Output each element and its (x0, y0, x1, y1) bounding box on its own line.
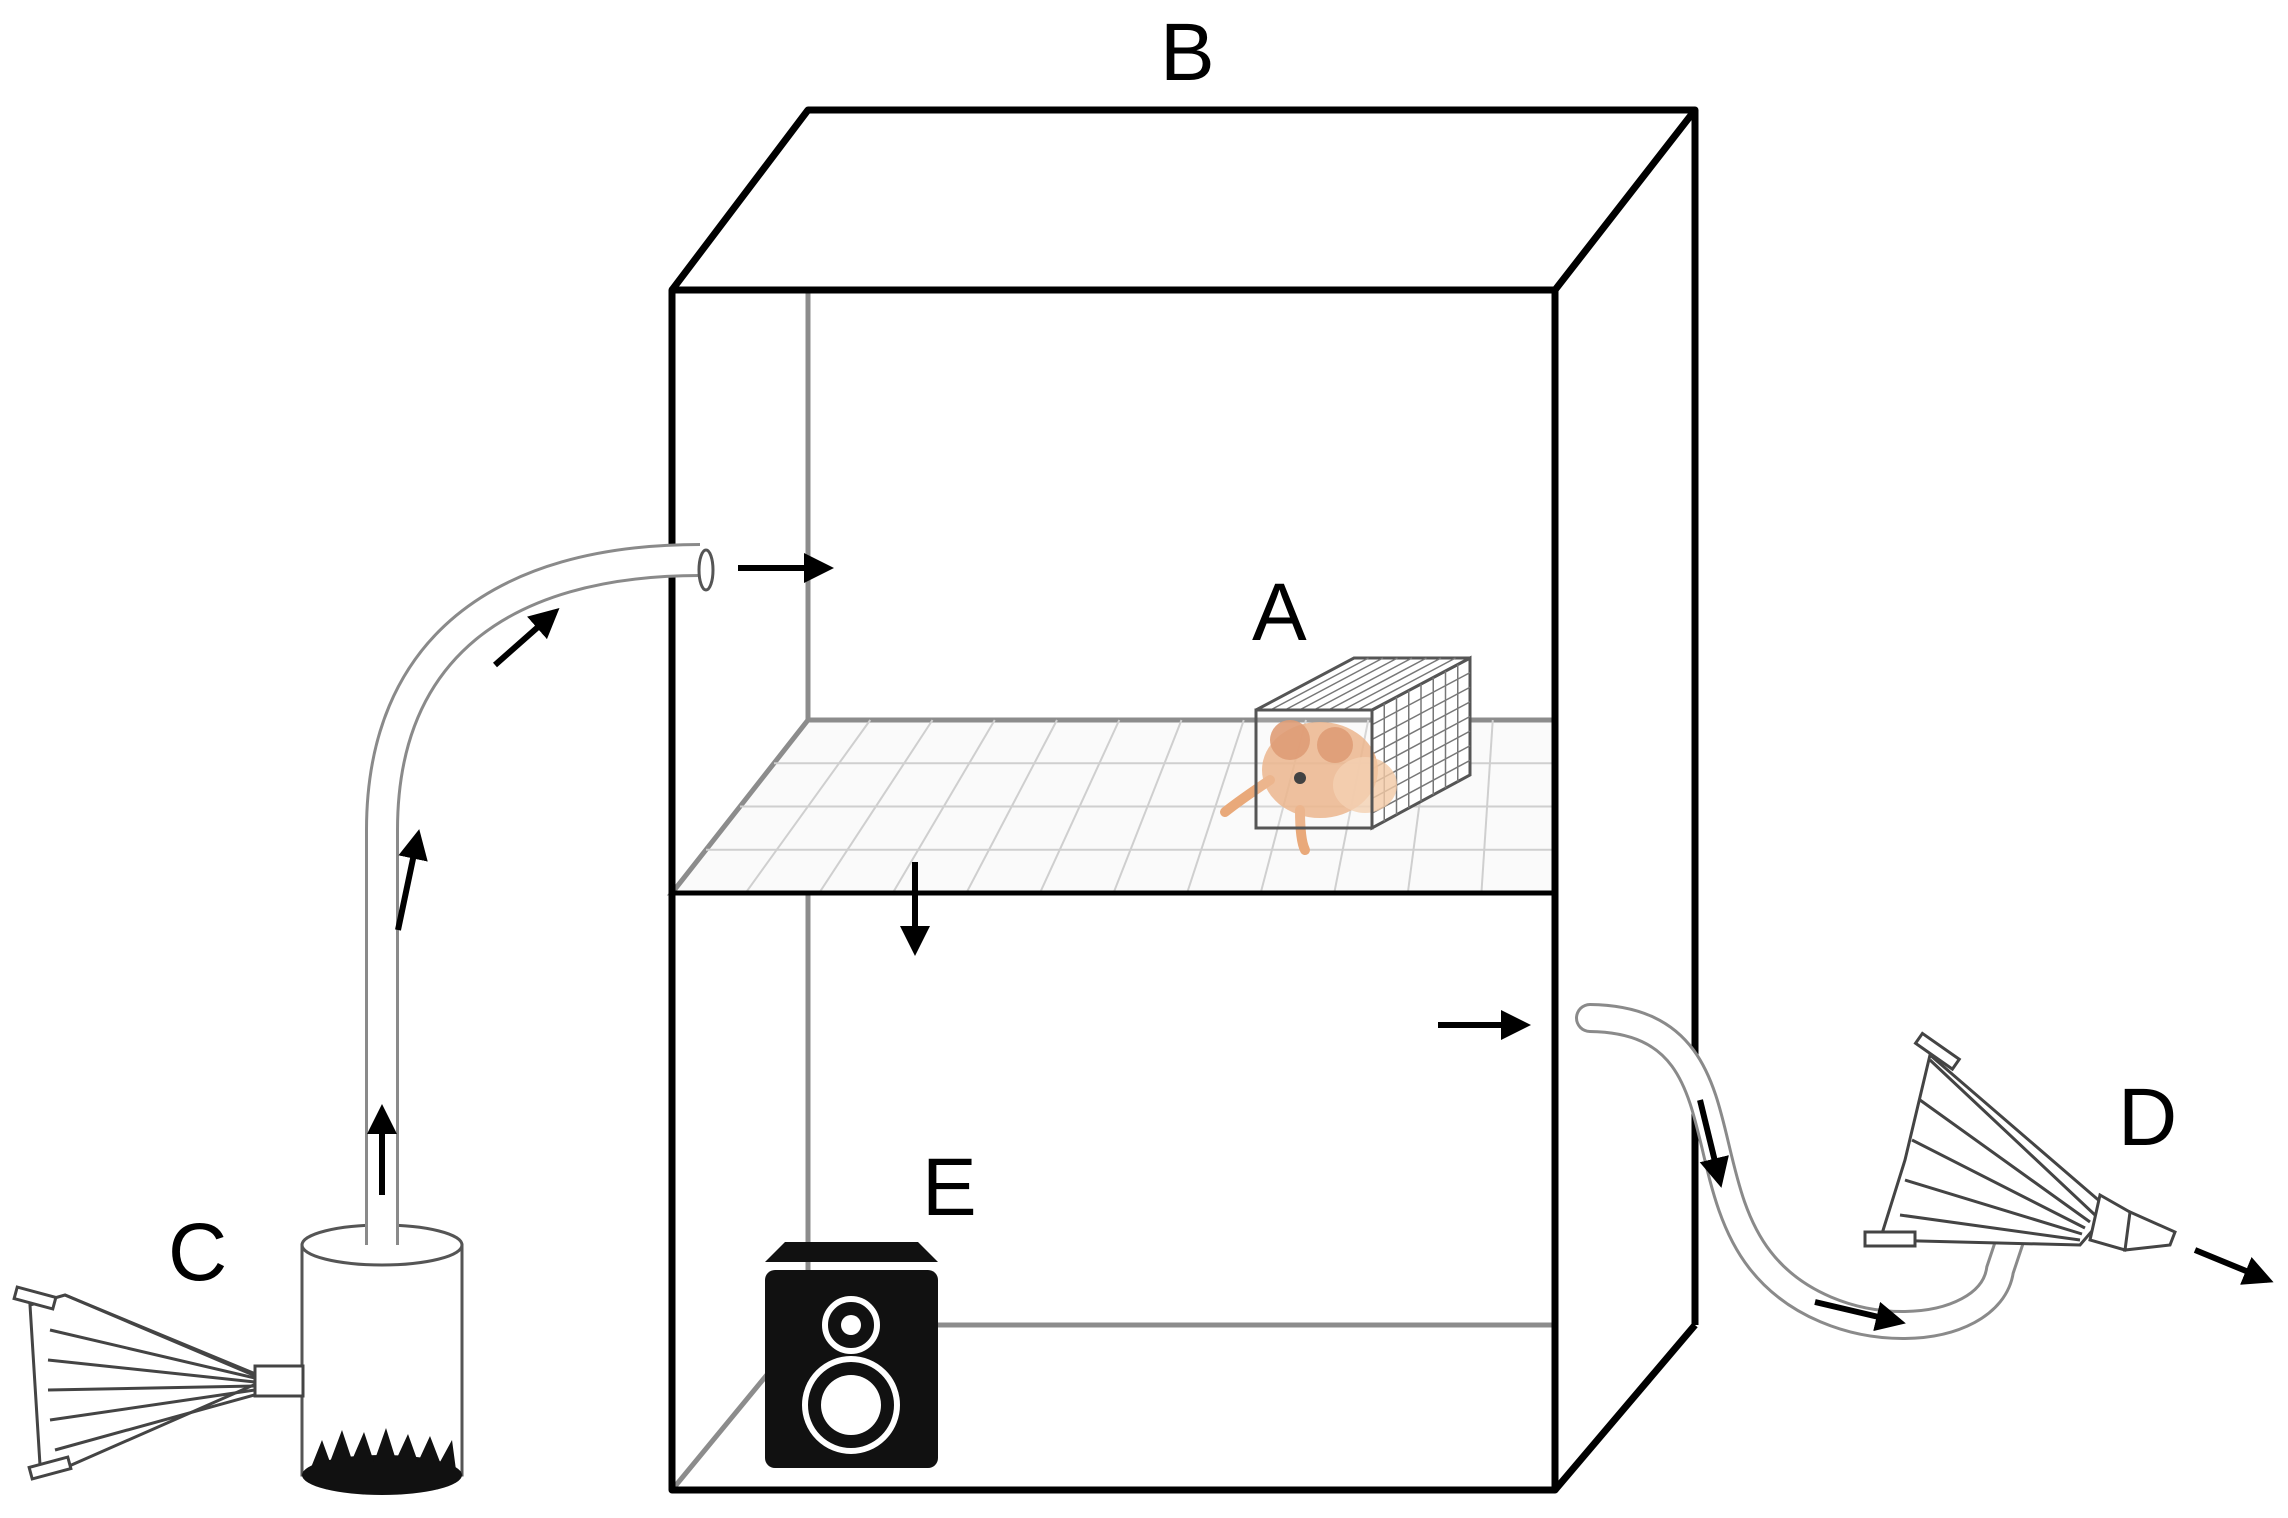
inlet-port (697, 548, 715, 592)
label-d: D (2118, 1072, 2177, 1163)
label-a: A (1252, 567, 1307, 658)
smoke-generator (300, 1223, 464, 1495)
label-e: E (922, 1142, 977, 1233)
arrow-icon (493, 608, 560, 668)
arrow-icon (1697, 1099, 1729, 1188)
animal-restrainer (1220, 655, 1472, 855)
flame-icon (310, 1428, 456, 1470)
label-b: B (1160, 7, 1215, 98)
label-c: C (168, 1207, 227, 1298)
outlet-tube (1575, 1003, 2025, 1340)
arrow-icon (395, 829, 428, 931)
speaker-icon (765, 1242, 938, 1468)
flow-arrows (367, 553, 2274, 1332)
inlet-tube (365, 543, 701, 1245)
hand-bellows-right (1863, 1031, 2177, 1252)
hand-bellows-left (12, 1285, 305, 1481)
rat-figure (1220, 720, 1397, 855)
arrow-icon (2193, 1247, 2274, 1285)
arrow-icon (1814, 1299, 1906, 1332)
